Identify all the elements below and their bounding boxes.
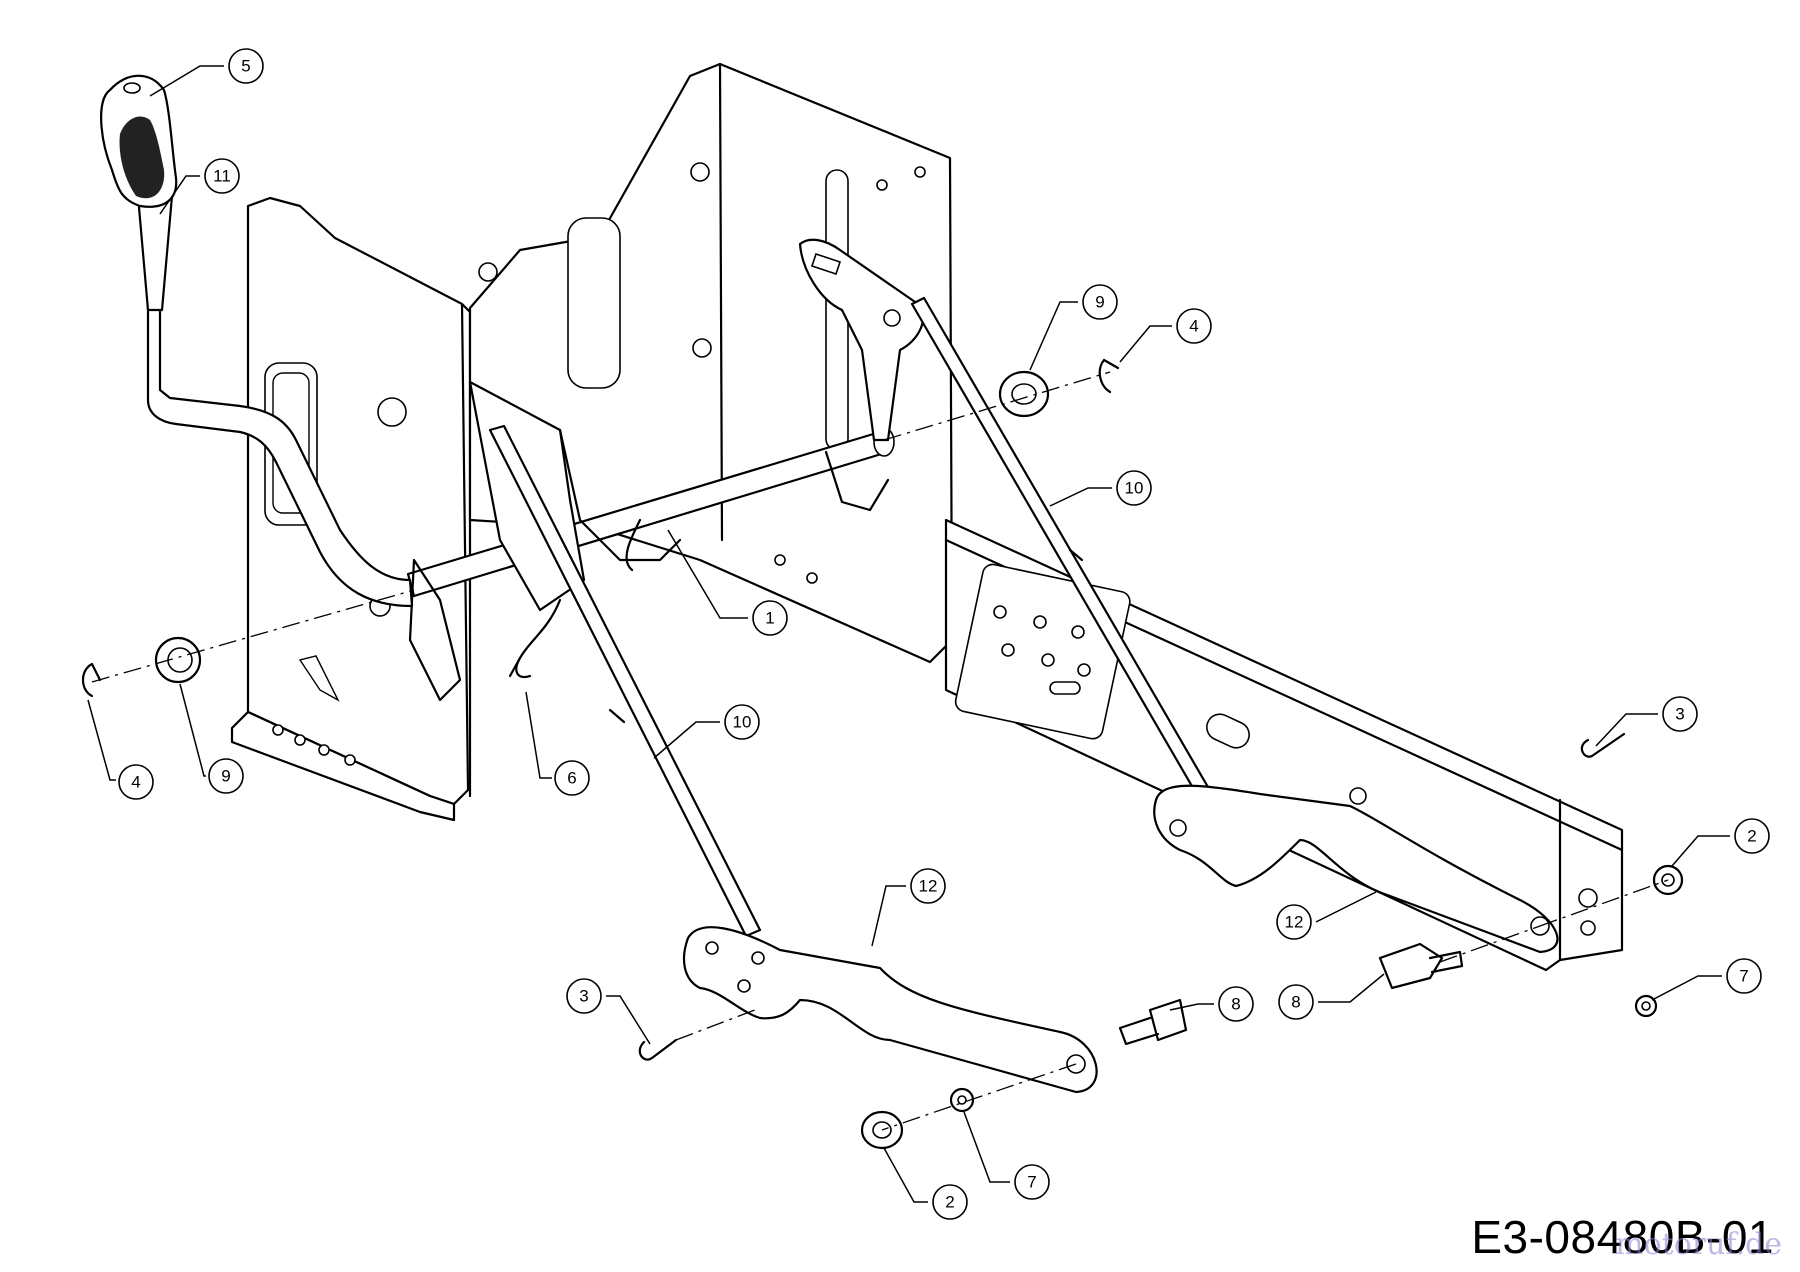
lift-arms bbox=[682, 784, 1559, 1094]
callout-5 bbox=[228, 48, 264, 84]
callout-10-left-label: 10 bbox=[733, 713, 752, 732]
lift-handle bbox=[100, 74, 414, 608]
callout-7-right-label: 7 bbox=[1739, 967, 1748, 986]
drawing-code: E3-08480B-01 bbox=[1471, 1211, 1774, 1263]
callout-9-right-label: 9 bbox=[1095, 293, 1104, 312]
pivot-arm bbox=[798, 238, 925, 442]
watermark: motoruf.de bbox=[1615, 1227, 1782, 1262]
assembly-axes bbox=[91, 371, 1669, 1131]
hardware bbox=[81, 358, 1684, 1150]
callouts: 1 2 2 3 3 4 4 5 6 7 bbox=[87, 48, 1770, 1220]
callout-8-right bbox=[1278, 984, 1314, 1020]
callout-6-label: 6 bbox=[567, 769, 576, 788]
callout-12-left-label: 12 bbox=[919, 877, 938, 896]
callout-12-right-label: 12 bbox=[1285, 913, 1304, 932]
callout-4-right-label: 4 bbox=[1189, 317, 1198, 336]
callout-2-left-label: 2 bbox=[945, 1193, 954, 1212]
callout-11 bbox=[204, 158, 240, 194]
callout-7-left-label: 7 bbox=[1027, 1173, 1036, 1192]
callout-10-right bbox=[1116, 470, 1152, 506]
callout-3-left bbox=[566, 978, 602, 1014]
callout-12-right bbox=[1276, 904, 1312, 940]
callout-1-label: 1 bbox=[765, 609, 774, 628]
callout-12-left bbox=[910, 868, 946, 904]
callout-9-left-label: 9 bbox=[221, 767, 230, 786]
callout-4-right bbox=[1176, 308, 1212, 344]
lift-links bbox=[488, 296, 1250, 938]
callout-3-right-label: 3 bbox=[1675, 705, 1684, 724]
callout-10-right-label: 10 bbox=[1125, 479, 1144, 498]
callout-9-right bbox=[1082, 284, 1118, 320]
left-frame-plate bbox=[230, 196, 498, 822]
callout-4-left bbox=[118, 764, 154, 800]
callout-10-left bbox=[724, 704, 760, 740]
callout-1 bbox=[752, 600, 788, 636]
callout-5-label: 5 bbox=[241, 57, 250, 76]
callout-7-right bbox=[1726, 958, 1762, 994]
callout-7-left bbox=[1014, 1164, 1050, 1200]
spring-rod bbox=[508, 598, 562, 679]
callout-2-left bbox=[932, 1184, 968, 1220]
callout-9-left bbox=[208, 758, 244, 794]
callout-8-left bbox=[1218, 986, 1254, 1022]
callout-3-left-label: 3 bbox=[579, 987, 588, 1006]
callout-2-right-label: 2 bbox=[1747, 827, 1756, 846]
callout-8-left-label: 8 bbox=[1231, 995, 1240, 1014]
callout-6 bbox=[554, 760, 590, 796]
callout-4-left-label: 4 bbox=[131, 773, 140, 792]
callout-3-right bbox=[1662, 696, 1698, 732]
callout-11-label: 11 bbox=[213, 167, 231, 186]
callout-2-right bbox=[1734, 818, 1770, 854]
callout-8-right-label: 8 bbox=[1291, 993, 1300, 1012]
